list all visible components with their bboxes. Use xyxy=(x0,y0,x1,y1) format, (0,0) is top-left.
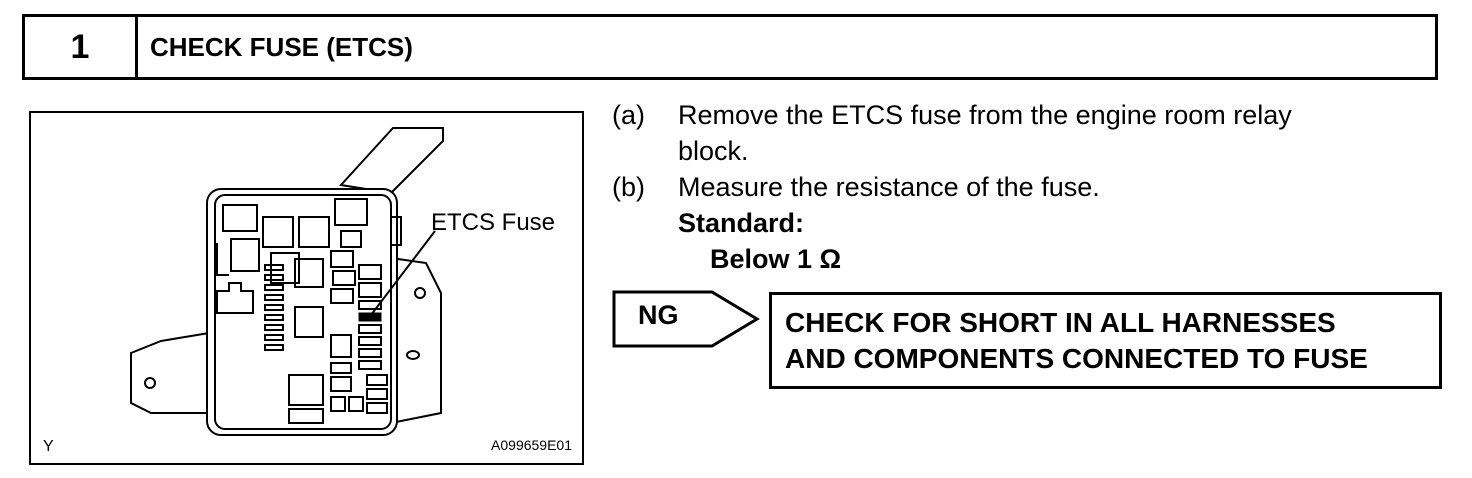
instruction-a-tag: (a) xyxy=(612,100,645,130)
step-header: 1 CHECK FUSE (ETCS) xyxy=(22,14,1438,80)
figure-corner-letter: Y xyxy=(43,438,54,455)
instruction-a-line-2: block. xyxy=(678,136,749,166)
instruction-b-line-1: Measure the resistance of the fuse. xyxy=(678,172,1100,202)
ng-action-line-2: AND COMPONENTS CONNECTED TO FUSE xyxy=(785,343,1368,374)
standard-label: Standard: xyxy=(678,208,805,238)
ng-arrow-icon xyxy=(612,290,760,348)
ng-action-line-1: CHECK FOR SHORT IN ALL HARNESSES xyxy=(785,307,1336,338)
step-title: CHECK FUSE (ETCS) xyxy=(150,31,413,62)
standard-value: Below 1 Ω xyxy=(710,244,842,274)
instruction-a-line-1: Remove the ETCS fuse from the engine roo… xyxy=(678,100,1292,130)
ng-label: NG xyxy=(638,300,679,330)
relay-block-drawing xyxy=(130,127,444,436)
step-number: 1 xyxy=(25,17,138,77)
etcs-fuse-callout: ETCS Fuse xyxy=(431,209,556,236)
instruction-b-tag: (b) xyxy=(612,172,645,202)
relay-block-illustration: ETCS Fuse Y A099659E01 xyxy=(29,111,584,465)
figure-id: A099659E01 xyxy=(491,437,572,453)
ng-action-box: CHECK FOR SHORT IN ALL HARNESSES AND COM… xyxy=(769,292,1442,389)
